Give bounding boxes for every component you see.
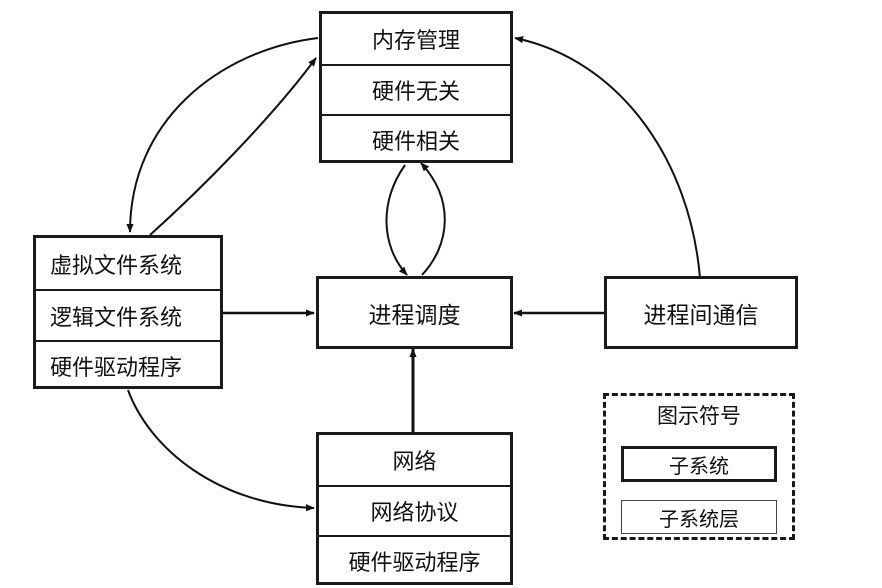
arrow-filesystem-to-network (127, 389, 315, 512)
arrow-memory-to-scheduler (385, 164, 408, 276)
virtual-filesystem: 虚拟文件系统 (50, 253, 183, 279)
network-title: 网络 (392, 450, 437, 475)
filesystem-hardware-driver: 硬件驱动程序 (36, 340, 220, 389)
memory-title: 内存管理 (371, 29, 460, 54)
legend-subsystem-layer: 子系统层 (621, 500, 777, 534)
legend-title: 图示符号 (657, 404, 741, 428)
process-scheduler-box: 进程调度 (316, 276, 513, 349)
arrow-scheduler-to-memory (420, 162, 446, 276)
memory-hardware-independent: 硬件无关 (322, 64, 510, 114)
network-hardware-driver: 硬件驱动程序 (319, 535, 510, 585)
arrow-memory-to-filesystem (126, 37, 319, 233)
logical-filesystem: 逻辑文件系统 (36, 289, 220, 340)
legend-subsystem: 子系统 (621, 446, 777, 482)
ipc-box: 进程间通信 (604, 276, 798, 349)
arrow-filesystem-to-memory (149, 57, 317, 236)
memory-management-box: 内存管理 硬件无关 硬件相关 (319, 11, 513, 163)
network-protocol: 网络协议 (319, 485, 510, 535)
network-box: 网络 网络协议 硬件驱动程序 (316, 432, 513, 585)
legend-box: 图示符号 子系统 子系统层 (603, 393, 795, 540)
arrow-ipc-to-memory (514, 36, 701, 279)
filesystem-box: 虚拟文件系统 逻辑文件系统 硬件驱动程序 (33, 235, 223, 389)
memory-hardware-dependent: 硬件相关 (322, 114, 510, 163)
